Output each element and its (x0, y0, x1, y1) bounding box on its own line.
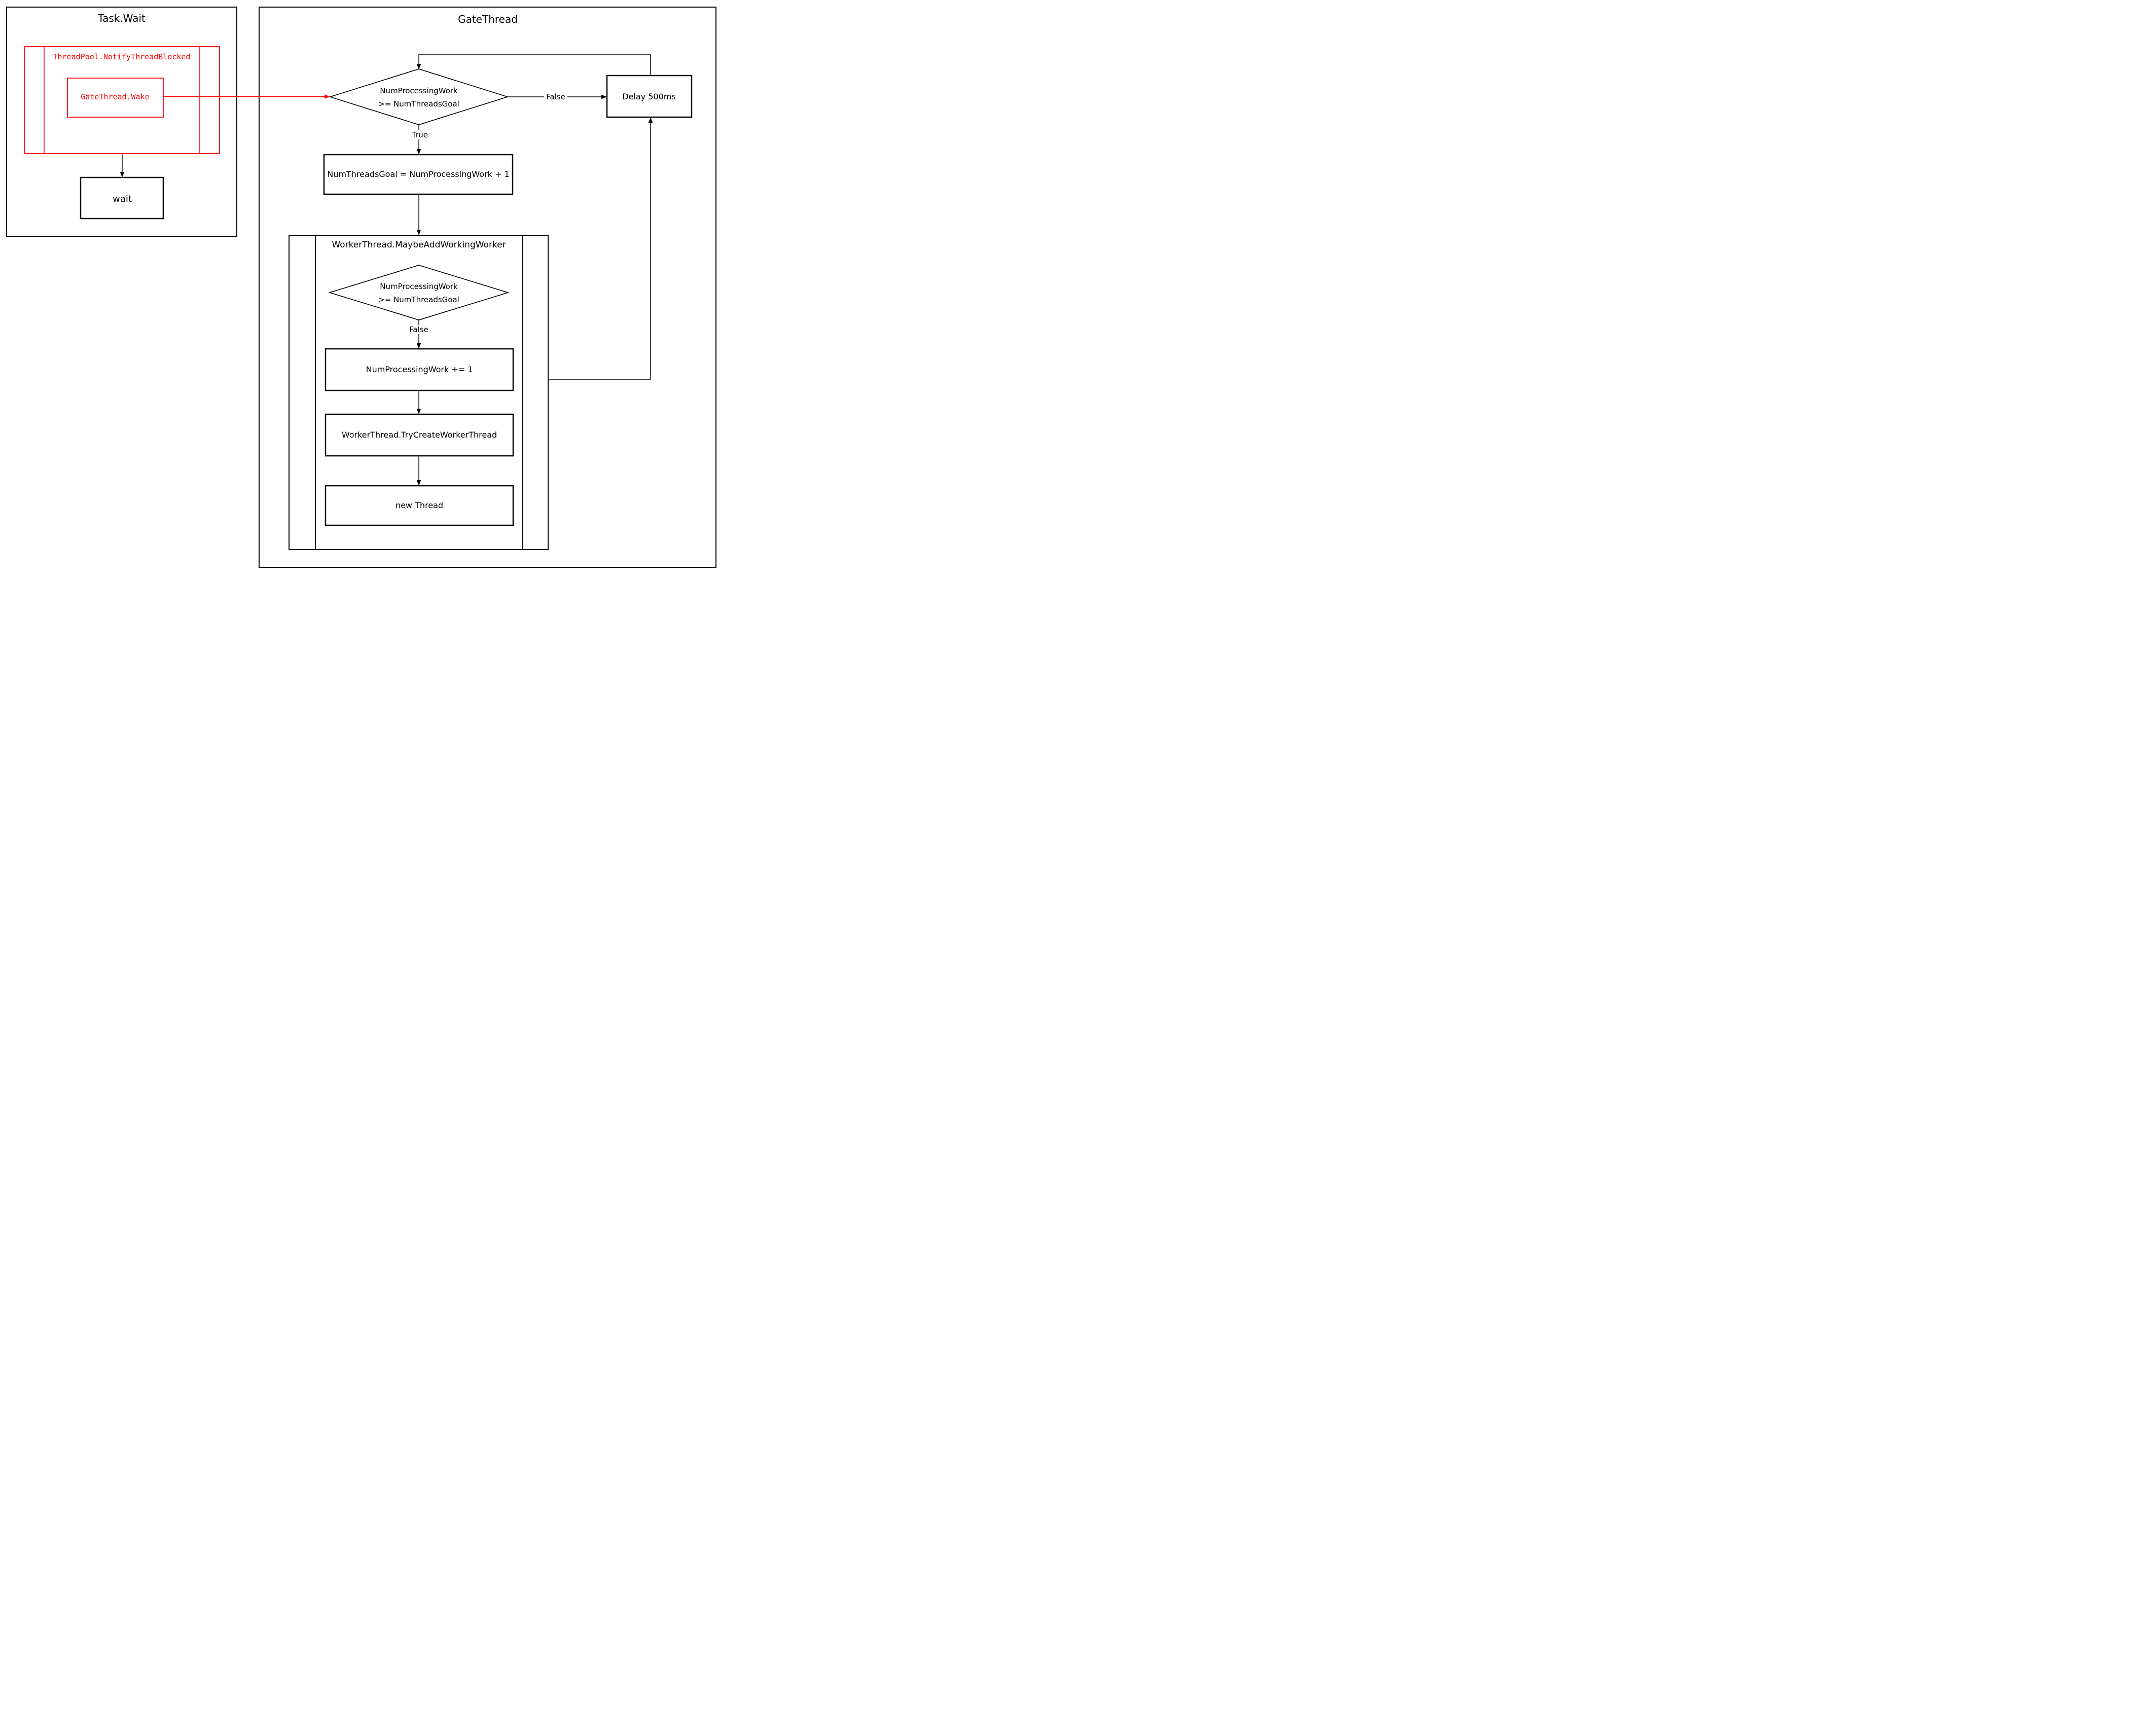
false-label-bg (544, 92, 567, 101)
decision2-line2: >= NumThreadsGoal (378, 295, 459, 304)
arrowhead-into-trycreate (416, 409, 421, 414)
set-goal-box (323, 154, 514, 195)
arrowhead-into-decision (416, 64, 421, 69)
subprocess-title: WorkerThread.MaybeAddWorkingWorker (332, 240, 506, 250)
gate-thread-container (259, 7, 716, 568)
decision-line1: NumProcessingWork (380, 86, 458, 95)
decision2-diamond (328, 265, 510, 320)
delay-to-decision-edge (418, 54, 651, 76)
maybe-add-working-worker-container (289, 235, 549, 550)
false-edge-label: False (546, 92, 565, 101)
flowchart-page: Task.Wait ThreadPool.NotifyThreadBlocked… (0, 0, 718, 574)
decision2-line1: NumProcessingWork (380, 282, 458, 291)
task-wait-container (6, 7, 237, 237)
gate-wake-box (67, 78, 164, 118)
new-thread-box (325, 485, 514, 526)
gate-thread-title: GateThread (458, 13, 518, 25)
delay-label: Delay 500ms (622, 92, 675, 101)
notify-blocked-box (24, 46, 220, 154)
wait-box (80, 176, 164, 220)
increment-box (325, 348, 514, 391)
arrowhead-into-wait (120, 172, 125, 177)
delay-box (606, 75, 693, 118)
gate-wake-label: GateThread.Wake (81, 92, 149, 101)
arrowhead-into-increment (416, 343, 421, 349)
set-goal-label: NumThreadsGoal = NumProcessingWork + 1 (327, 169, 509, 179)
increment-label: NumProcessingWork += 1 (366, 365, 473, 374)
subprocess-to-delay-edge (548, 121, 651, 380)
flowchart-canvas: Task.Wait ThreadPool.NotifyThreadBlocked… (6, 7, 716, 568)
try-create-label: WorkerThread.TryCreateWorkerThread (342, 430, 497, 440)
arrowhead-into-subprocess (416, 230, 421, 235)
true-edge-label: True (411, 130, 428, 139)
decision-diamond (329, 68, 509, 125)
decision-line2: >= NumThreadsGoal (378, 99, 459, 109)
arrowhead-into-goal (416, 149, 421, 155)
false2-edge-label: False (409, 325, 428, 334)
task-wait-title: Task.Wait (97, 12, 146, 24)
arrowhead-into-newthread (416, 480, 421, 486)
true-label-bg (410, 130, 429, 139)
wait-label: wait (113, 194, 132, 204)
arrowhead-wake-to-decision (325, 94, 330, 99)
arrowhead-into-delay (601, 94, 607, 99)
false2-label-bg (408, 325, 430, 334)
notify-blocked-label: ThreadPool.NotifyThreadBlocked (53, 52, 191, 61)
arrowhead-into-delay-bottom (648, 117, 653, 123)
try-create-box (325, 413, 514, 457)
new-thread-label: new Thread (396, 500, 443, 510)
